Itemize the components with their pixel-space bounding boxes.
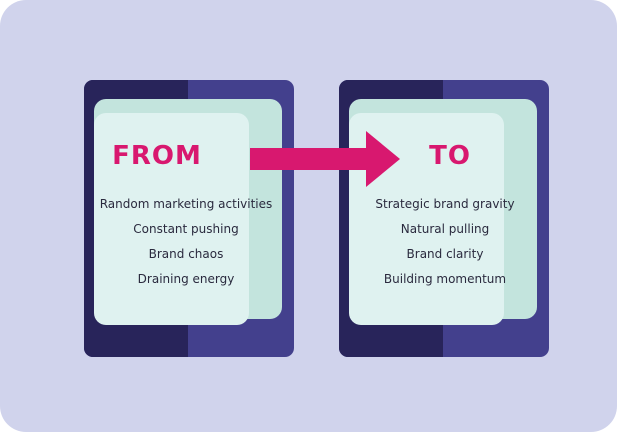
from-item: Random marketing activities	[99, 197, 273, 211]
from-list: Random marketing activities Constant pus…	[86, 196, 286, 296]
to-item: Natural pulling	[400, 222, 490, 236]
arrow-shape	[250, 131, 400, 187]
from-card	[84, 80, 294, 357]
from-panel-front	[94, 113, 249, 325]
to-item: Building momentum	[383, 272, 507, 286]
to-card	[339, 80, 549, 357]
right-arrow-icon	[250, 131, 400, 187]
from-item: Brand chaos	[148, 247, 224, 261]
to-item: Brand clarity	[406, 247, 484, 261]
from-item: Draining energy	[137, 272, 235, 286]
to-heading: TO	[429, 141, 471, 171]
from-heading: FROM	[112, 141, 202, 171]
to-list: Strategic brand gravity Natural pulling …	[345, 196, 545, 296]
from-item: Constant pushing	[133, 222, 239, 236]
to-item: Strategic brand gravity	[375, 197, 515, 211]
